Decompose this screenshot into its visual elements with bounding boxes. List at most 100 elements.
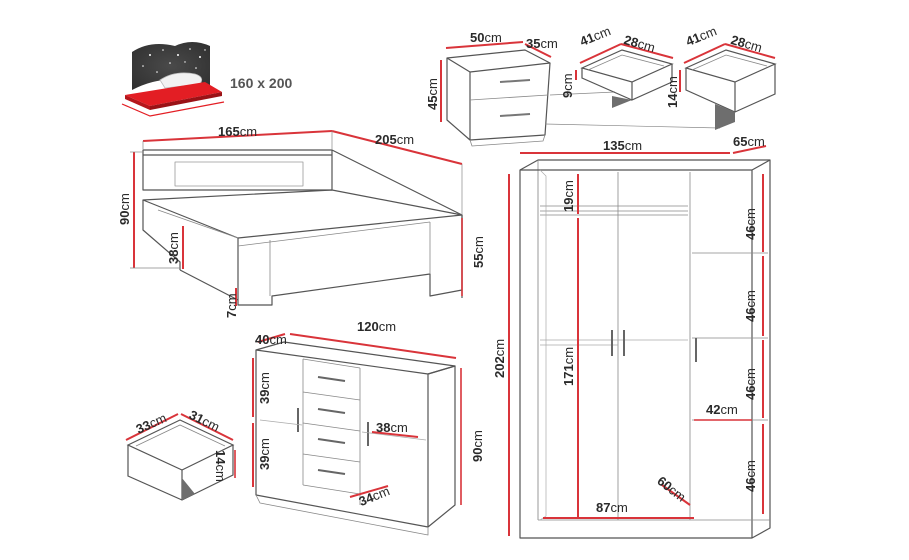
bed-length-unit: cm	[396, 132, 415, 147]
bed-width-label: 165cm	[218, 125, 257, 138]
wardrobe-shelf-2-unit: cm	[743, 290, 758, 308]
wardrobe-dimension-lines	[508, 145, 767, 536]
bed-clearance-value: 7	[224, 310, 239, 318]
wardrobe-shelf-1-label: 46cm	[743, 208, 758, 240]
wardrobe-width-value: 135	[603, 138, 625, 153]
wardrobe-width-unit: cm	[624, 138, 643, 153]
bed-width-value: 165	[218, 124, 240, 139]
wardrobe-top-shelf-value: 19	[561, 197, 576, 212]
bed-height-label: 90cm	[117, 193, 132, 225]
dresser-shelf-2-unit: cm	[257, 438, 272, 456]
dresser-depth-label: 40cm	[255, 333, 287, 346]
bed-size-text: 160 x 200	[230, 75, 293, 91]
wardrobe-height-value: 202	[492, 356, 507, 378]
nightstand-drawer-small-dimension-lines	[575, 43, 674, 80]
dresser-shelf-1-unit: cm	[257, 372, 272, 390]
dresser-shelf-2-label: 39cm	[257, 438, 272, 470]
drawer-large-height-unit: cm	[665, 76, 680, 94]
dresser-depth-unit: cm	[269, 332, 287, 347]
dresser-inner-width-unit: cm	[390, 420, 408, 435]
dresser-shelf-2-value: 39	[257, 455, 272, 470]
mattress-dimension-arrow	[121, 101, 225, 117]
wardrobe-drawing	[519, 159, 771, 539]
headboard-face	[174, 161, 304, 187]
wardrobe-hanging-width-value: 87	[596, 500, 611, 515]
bed-foot-height-value: 55	[471, 253, 486, 268]
bed-rail-height-unit: cm	[166, 232, 181, 250]
bed-extension-lines	[130, 131, 463, 269]
wardrobe-top-shelf-unit: cm	[561, 180, 576, 198]
nightstand-depth-value: 35	[526, 36, 541, 51]
nightstand-depth-label: 35cm	[526, 37, 558, 50]
dresser-drawer-dimension-lines	[125, 413, 236, 478]
bed-clearance-label: 7cm	[224, 293, 239, 318]
nightstand-drawer-small-drawing	[580, 49, 674, 108]
drawer-small-height-label: 9cm	[560, 73, 575, 98]
bed-rail-height-label: 38cm	[166, 232, 181, 264]
wardrobe-height-unit: cm	[492, 338, 507, 357]
dresser-inner-width-value: 38	[376, 420, 391, 435]
nightstand-depth-unit: cm	[540, 36, 558, 51]
drawer-large-height-label: 14cm	[665, 76, 680, 108]
wardrobe-shelf-2-value: 46	[743, 307, 758, 322]
dresser-inner-width-label: 38cm	[376, 421, 408, 434]
bed-length-label: 205cm	[375, 133, 414, 146]
wardrobe-shelf-width-label: 42cm	[706, 403, 738, 416]
nightstand-dimension-lines	[440, 41, 552, 122]
bed-left-side	[142, 200, 181, 270]
wardrobe-depth-unit: cm	[747, 134, 765, 149]
wardrobe-shelf-2-label: 46cm	[743, 290, 758, 322]
dresser-shelf-1-value: 39	[257, 389, 272, 404]
nightstand-width-unit: cm	[484, 30, 502, 45]
wardrobe-shelf-width-unit: cm	[720, 402, 738, 417]
dresser-width-label: 120cm	[357, 320, 396, 333]
wardrobe-height-label: 202cm	[492, 338, 507, 378]
dresser-height-unit: cm	[470, 430, 485, 448]
stars	[142, 48, 206, 73]
bed-clearance-unit: cm	[224, 293, 239, 311]
wardrobe-depth-label: 65cm	[733, 135, 765, 148]
wardrobe-hanging-height-label: 171cm	[561, 346, 576, 386]
bed-size-icon	[121, 42, 225, 117]
bed-foot-height-label: 55cm	[471, 236, 486, 268]
mattress-front	[150, 92, 222, 110]
bed-height-value: 90	[117, 210, 132, 225]
dresser-width-value: 120	[357, 319, 379, 334]
drawer-small-height-value: 9	[560, 90, 575, 98]
dresser-drawer-drawing	[126, 419, 235, 501]
mattress-red	[125, 82, 222, 106]
nightstand-drawer-large-drawing	[684, 49, 777, 130]
nightstand-width-label: 50cm	[470, 31, 502, 44]
bed-width-unit: cm	[239, 124, 258, 139]
dresser-dimension-lines	[252, 333, 462, 505]
dresser-height-value: 90	[470, 447, 485, 462]
dresser-width-unit: cm	[378, 319, 397, 334]
nightstand-height-label: 45cm	[425, 78, 440, 110]
nightstand-height-unit: cm	[425, 78, 440, 96]
wardrobe-shelf-1-unit: cm	[743, 208, 758, 226]
wardrobe-hanging-width-label: 87cm	[596, 501, 628, 514]
wardrobe-width-label: 135cm	[603, 139, 642, 152]
wardrobe-shelf-3-value: 46	[743, 385, 758, 400]
bed-top	[142, 189, 463, 239]
nightstand-width-value: 50	[470, 30, 485, 45]
mattress-side	[125, 95, 150, 110]
bed-drawing	[142, 149, 463, 306]
bed-front	[237, 215, 463, 306]
wardrobe-shelf-4-unit: cm	[743, 460, 758, 478]
dresser-drawing	[255, 341, 456, 536]
dresser-drawer-height-value: 14	[213, 450, 228, 465]
wardrobe-hanging-height-unit: cm	[561, 346, 576, 365]
nightstand-drawer-large-dimension-lines	[679, 43, 776, 92]
wardrobe-shelf-width-value: 42	[706, 402, 721, 417]
wardrobe-depth-value: 65	[733, 134, 748, 149]
dresser-depth-value: 40	[255, 332, 270, 347]
dresser-drawer-height-unit: cm	[213, 464, 228, 482]
wardrobe-hanging-width-unit: cm	[610, 500, 628, 515]
wardrobe-shelf-4-label: 46cm	[743, 460, 758, 492]
dresser-drawer-height-label: 14cm	[213, 450, 228, 482]
drawer-small-height-unit: cm	[560, 73, 575, 91]
wardrobe-hanging-height-value: 171	[561, 364, 576, 386]
wardrobe-top-shelf-label: 19cm	[561, 180, 576, 212]
